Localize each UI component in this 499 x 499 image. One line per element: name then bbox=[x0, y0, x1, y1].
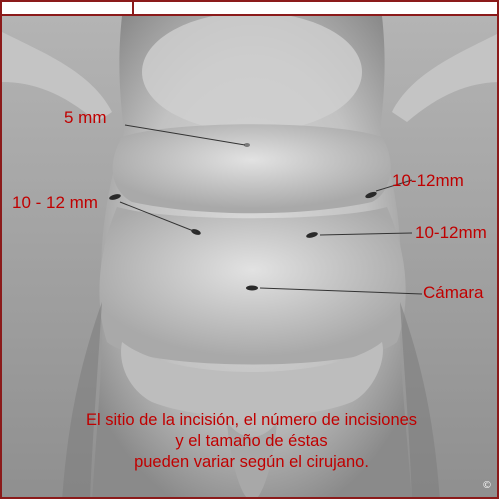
label-5mm: 5 mm bbox=[64, 109, 107, 126]
caption-line-3: pueden variar según el cirujano. bbox=[2, 452, 499, 473]
caption-line-2: y el tamaño de éstas bbox=[2, 431, 499, 452]
caption: El sitio de la incisión, el número de in… bbox=[2, 410, 499, 473]
upper-belly-fold bbox=[113, 124, 391, 213]
label-10-12mm-right-upper: 10-12mm bbox=[392, 172, 464, 189]
top-baseline bbox=[2, 14, 499, 16]
label-10-12mm-left: 10 - 12 mm bbox=[12, 194, 98, 211]
label-camera: Cámara bbox=[423, 284, 483, 301]
caption-line-1: El sitio de la incisión, el número de in… bbox=[2, 410, 499, 431]
incision-camera bbox=[246, 286, 258, 291]
chest bbox=[142, 12, 362, 132]
label-10-12mm-right-lower: 10-12mm bbox=[415, 224, 487, 241]
top-strip bbox=[2, 2, 499, 16]
copyright-icon: © bbox=[482, 480, 492, 491]
